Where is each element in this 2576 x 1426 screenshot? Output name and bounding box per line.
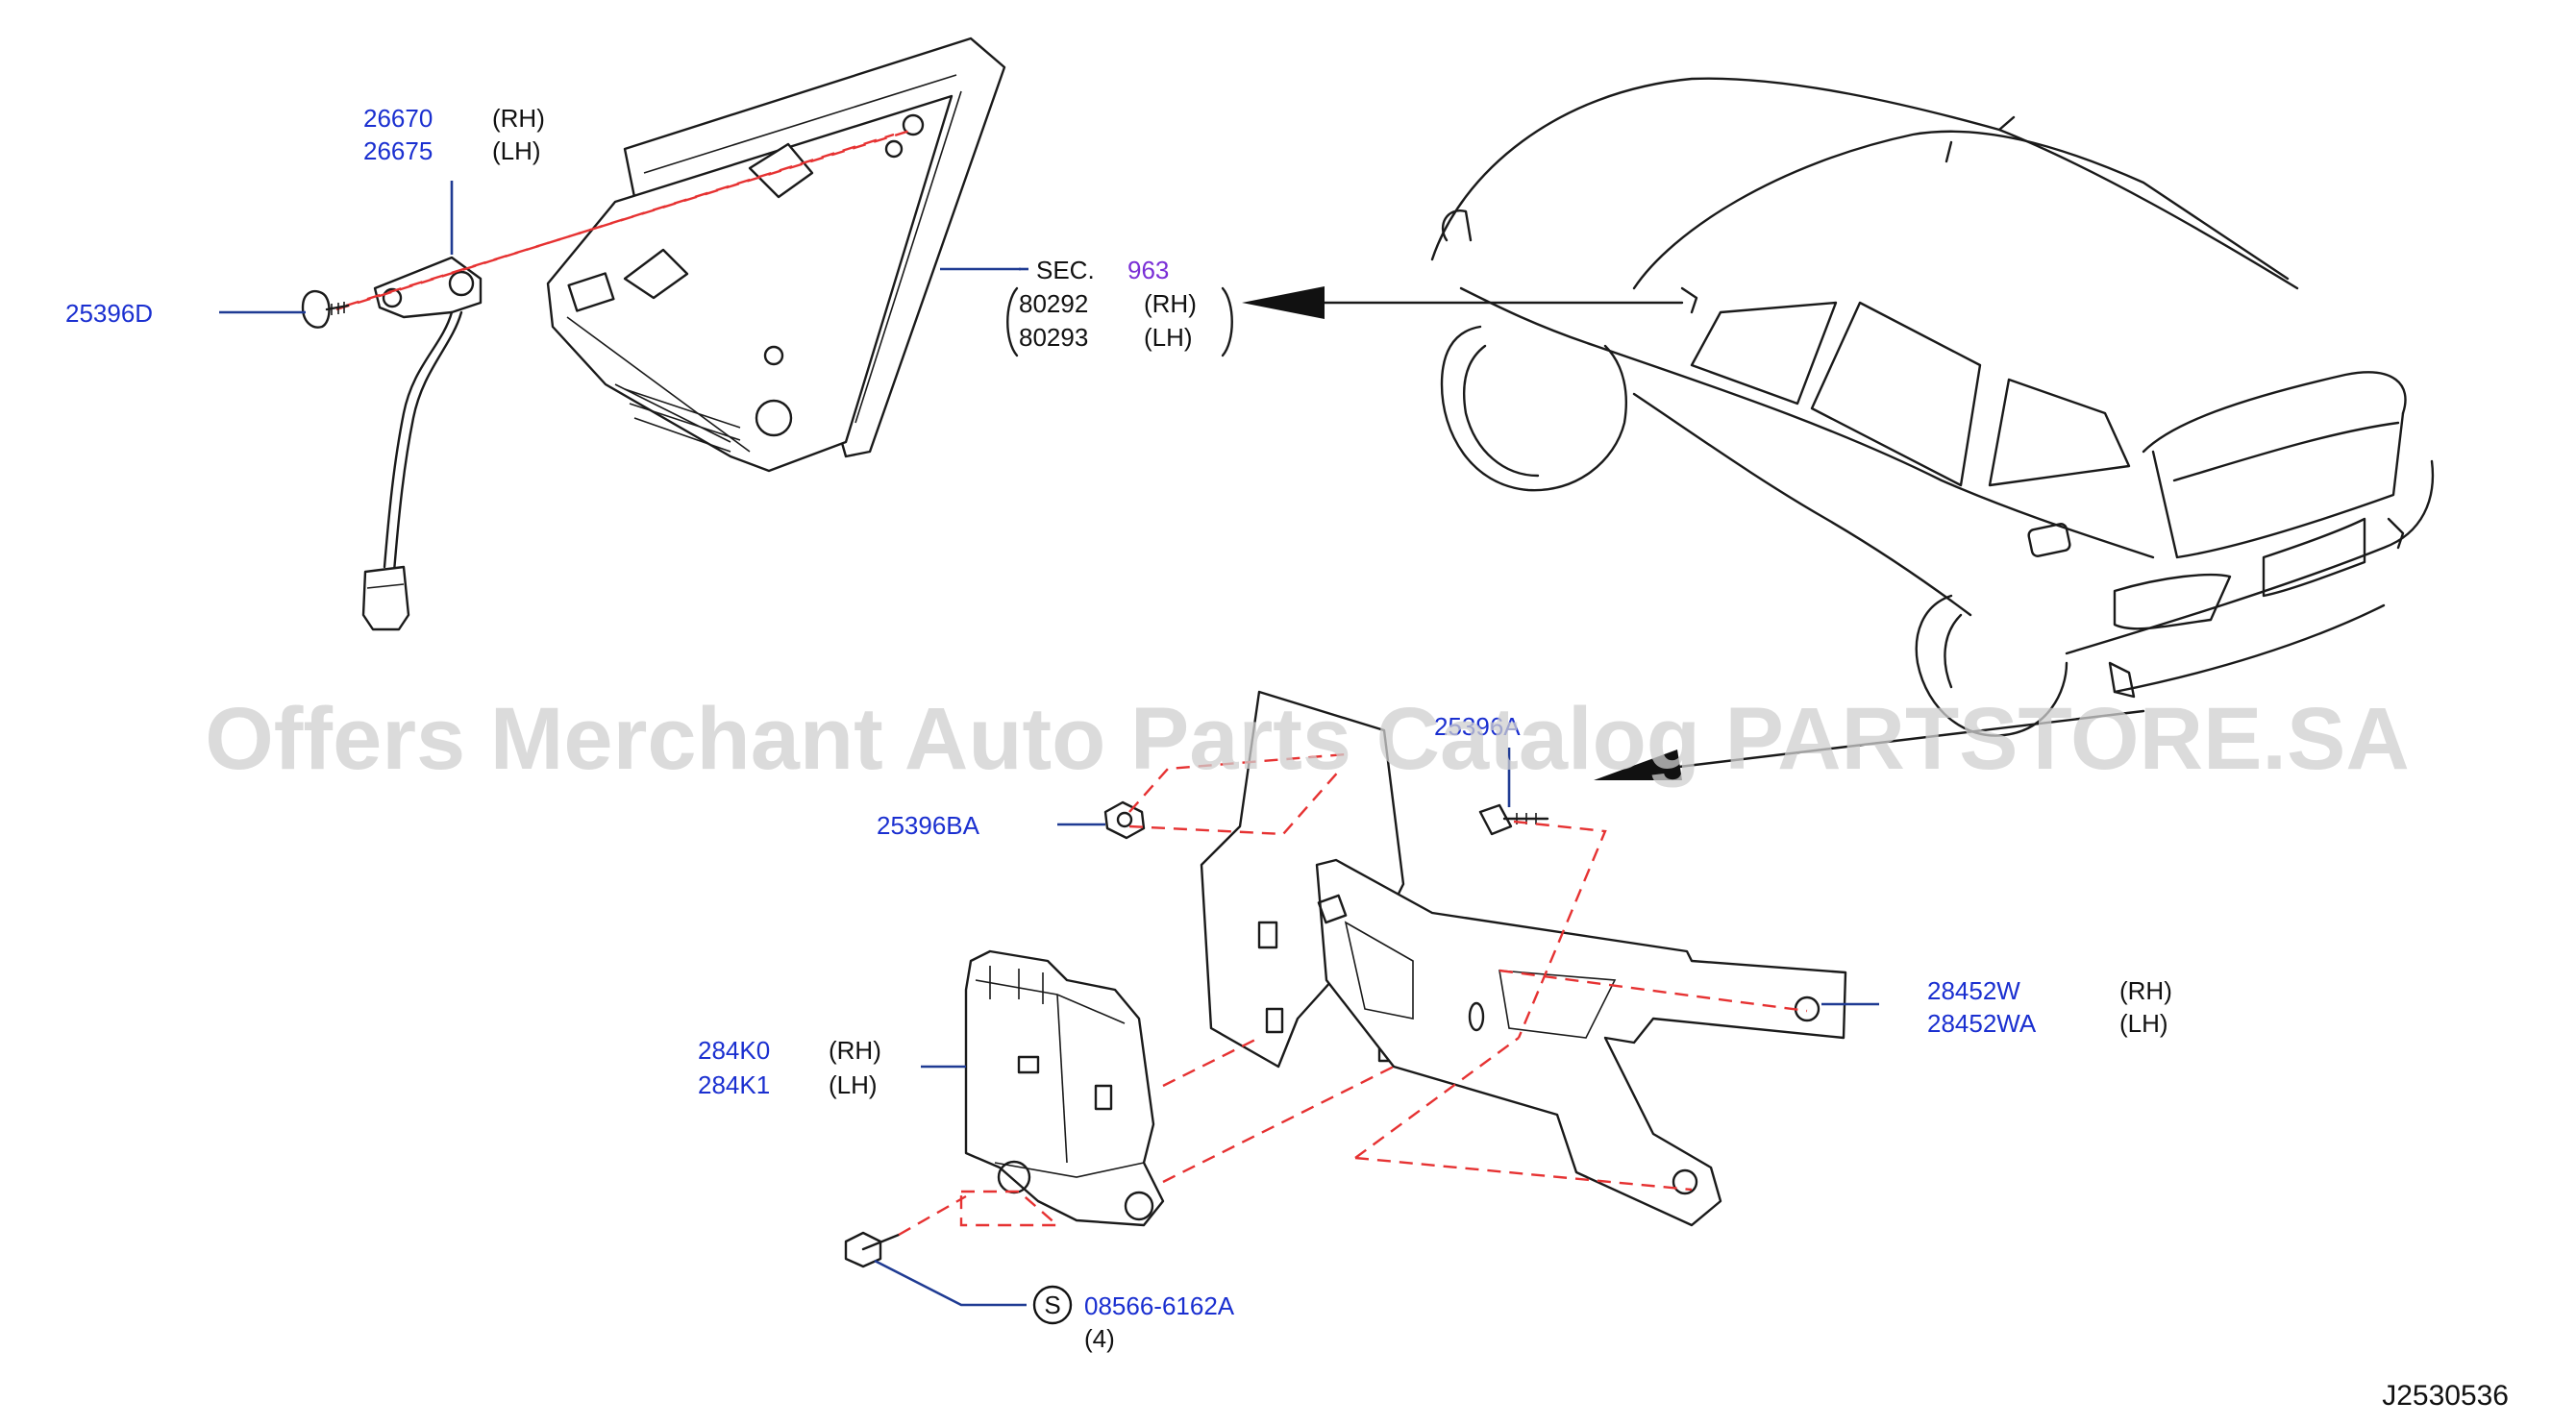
section-number-963[interactable]: 963	[1127, 256, 1169, 284]
arrow-icon	[1242, 286, 2145, 780]
vehicle-outline	[1430, 77, 2435, 737]
side-lh-26675: (LH)	[492, 136, 541, 165]
part-number-08566-6162A[interactable]: 08566-6162A	[1084, 1291, 1235, 1320]
watermark: Offers Merchant Auto Parts Catalog PARTS…	[205, 690, 2410, 788]
sec-item-80293[interactable]: 80293	[1019, 323, 1088, 352]
standard-part-circle-icon: S	[1032, 1285, 1073, 1325]
part-number-26675[interactable]: 26675	[363, 136, 433, 165]
side-rh-28452W: (RH)	[2119, 976, 2172, 1005]
bracket-right	[1221, 286, 1233, 357]
bracket-left	[1006, 286, 1019, 357]
dashed-guide	[898, 752, 1808, 1237]
bracket-icon	[1200, 690, 1847, 1227]
side-rh-284K0: (RH)	[829, 1036, 881, 1065]
nut-icon	[1103, 800, 1146, 840]
standard-part-symbol: S	[1044, 1291, 1060, 1319]
part-number-28452W[interactable]: 28452W	[1927, 976, 2020, 1005]
side-lh-284K1: (LH)	[829, 1070, 878, 1099]
bolt-icon	[1478, 803, 1549, 836]
clip-icon	[301, 289, 350, 329]
part-number-284K1[interactable]: 284K1	[698, 1070, 770, 1099]
leader-line	[874, 748, 1879, 1307]
sec-item-80293-side: (LH)	[1144, 323, 1193, 352]
sensor-icon	[361, 256, 483, 631]
screw-icon	[844, 1231, 901, 1268]
sec-item-80292[interactable]: 80292	[1019, 289, 1088, 318]
sensor-icon	[964, 949, 1165, 1227]
part-number-25396A[interactable]: 25396A	[1434, 712, 1521, 741]
standard-part-quantity: (4)	[1084, 1324, 1115, 1353]
part-number-25396BA[interactable]: 25396BA	[877, 811, 980, 840]
part-number-28452WA[interactable]: 28452WA	[1927, 1009, 2037, 1038]
sec-item-80292-side: (RH)	[1144, 289, 1197, 318]
part-number-284K0[interactable]: 284K0	[698, 1036, 770, 1065]
part-number-26670[interactable]: 26670	[363, 104, 433, 133]
diagram-code: J2530536	[2382, 1380, 2509, 1412]
section-prefix: SEC.	[1036, 256, 1095, 284]
side-rh-26670: (RH)	[492, 104, 545, 133]
part-number-25396D[interactable]: 25396D	[65, 299, 153, 328]
side-lh-28452WA: (LH)	[2119, 1009, 2168, 1038]
rear-side-garnish	[546, 37, 1006, 473]
dashed-guide	[345, 128, 914, 307]
